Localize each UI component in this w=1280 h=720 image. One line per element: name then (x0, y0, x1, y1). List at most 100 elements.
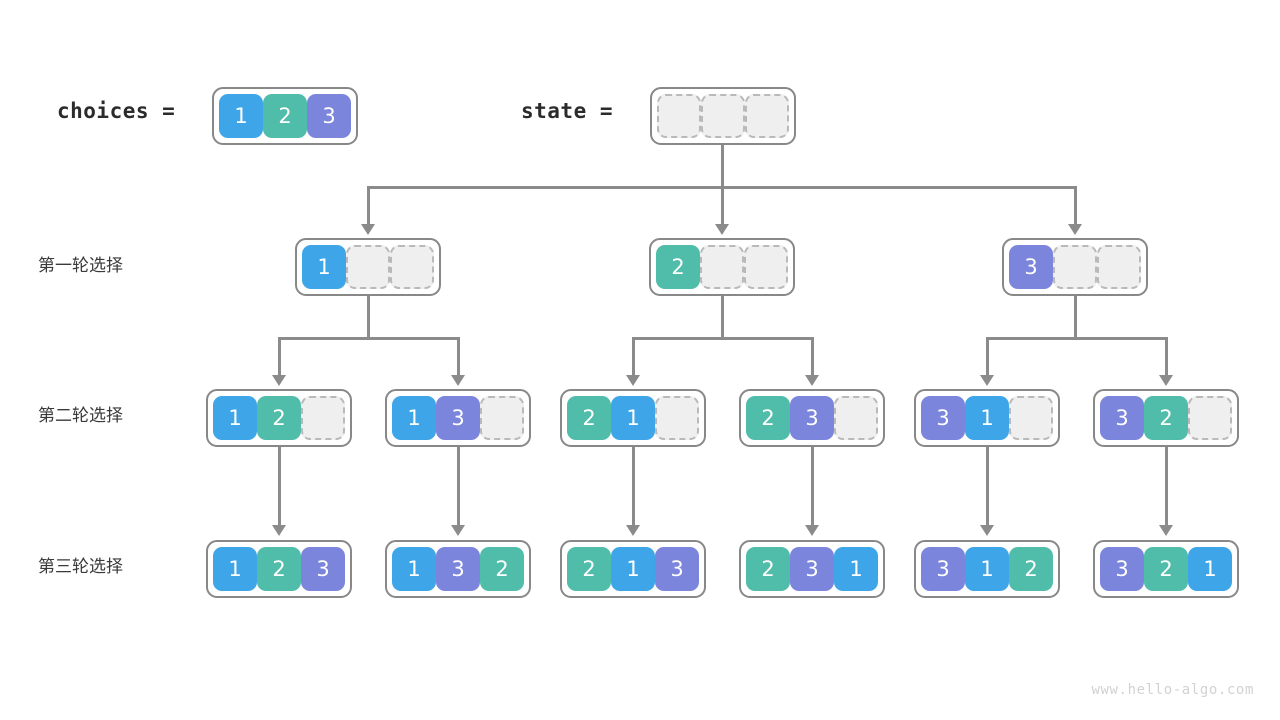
round2-node-3-cell-3 (655, 396, 699, 440)
row-label-round-2: 第二轮选择 (38, 406, 123, 426)
round2-node-6-cell-1: 3 (1100, 396, 1144, 440)
round3-node-1-cell-2: 2 (257, 547, 301, 591)
connector-r1a-bar (278, 337, 460, 340)
connector-root-drop-mid (721, 186, 724, 226)
round3-node-4-cell-1: 2 (746, 547, 790, 591)
round2-node-6-cell-2: 2 (1144, 396, 1188, 440)
connector-r1b-stem (721, 286, 724, 339)
state-array-cell-3 (745, 94, 789, 138)
choices-array-cell-3: 3 (307, 94, 351, 138)
connector-r1a-stem (367, 286, 370, 339)
round2-node-4-cell-2: 3 (790, 396, 834, 440)
connector-r2-drop-2 (457, 437, 460, 527)
arrowhead-r2-node-5 (980, 375, 994, 386)
round3-node-6-cell-1: 3 (1100, 547, 1144, 591)
connector-r1a-drop-right (457, 337, 460, 377)
round2-node-1-cell-2: 2 (257, 396, 301, 440)
connector-r1b-bar (632, 337, 814, 340)
round1-node-1-cell-2 (346, 245, 390, 289)
row-label-round-1: 第一轮选择 (38, 256, 123, 276)
round2-node-1-cell-1: 1 (213, 396, 257, 440)
arrowhead-r2-node-4 (805, 375, 819, 386)
round2-node-1-cell-3 (301, 396, 345, 440)
round1-node-2-cell-3 (744, 245, 788, 289)
arrowhead-r3-node-3 (626, 525, 640, 536)
state-array-cell-2 (701, 94, 745, 138)
state-array-cell-1 (657, 94, 701, 138)
arrowhead-root-right (1068, 224, 1082, 235)
connector-r2-drop-1 (278, 437, 281, 527)
arrowhead-r2-node-2 (451, 375, 465, 386)
connector-r2-drop-3 (632, 437, 635, 527)
connector-r1c-drop-right (1165, 337, 1168, 377)
connector-r2-drop-4 (811, 437, 814, 527)
connector-r2-drop-6 (1165, 437, 1168, 527)
arrowhead-root-mid (715, 224, 729, 235)
connector-r1c-drop-left (986, 337, 989, 377)
arrowhead-r3-node-5 (980, 525, 994, 536)
round3-node-6-cell-2: 2 (1144, 547, 1188, 591)
round3-node-1-cell-3: 3 (301, 547, 345, 591)
round3-node-5-cell-2: 1 (965, 547, 1009, 591)
connector-r1a-drop-left (278, 337, 281, 377)
arrowhead-r2-node-6 (1159, 375, 1173, 386)
connector-r1b-drop-right (811, 337, 814, 377)
row-label-round-3: 第三轮选择 (38, 557, 123, 577)
connector-r2-drop-5 (986, 437, 989, 527)
round2-node-4-cell-3 (834, 396, 878, 440)
round3-node-2-cell-1: 1 (392, 547, 436, 591)
round3-node-5-cell-3: 2 (1009, 547, 1053, 591)
arrowhead-root-left (361, 224, 375, 235)
round2-node-3-cell-2: 1 (611, 396, 655, 440)
round2-node-6-cell-3 (1188, 396, 1232, 440)
round3-node-3-cell-3: 3 (655, 547, 699, 591)
round2-node-2-cell-3 (480, 396, 524, 440)
round1-node-1-cell-1: 1 (302, 245, 346, 289)
round3-node-2-cell-3: 2 (480, 547, 524, 591)
connector-root-stem (721, 135, 724, 188)
round3-node-2-cell-2: 3 (436, 547, 480, 591)
round1-node-2-cell-1: 2 (656, 245, 700, 289)
site-watermark: www.hello-algo.com (1091, 682, 1254, 698)
round2-node-2-cell-1: 1 (392, 396, 436, 440)
round3-node-3-cell-1: 2 (567, 547, 611, 591)
connector-r1c-bar (986, 337, 1168, 340)
arrowhead-r2-node-3 (626, 375, 640, 386)
round3-node-6-cell-3: 1 (1188, 547, 1232, 591)
round3-node-3-cell-2: 1 (611, 547, 655, 591)
connector-r1c-stem (1074, 286, 1077, 339)
round2-node-5-cell-3 (1009, 396, 1053, 440)
round2-node-4-cell-1: 2 (746, 396, 790, 440)
round1-node-3-cell-1: 3 (1009, 245, 1053, 289)
state-label: state = (521, 99, 614, 123)
choices-array-cell-1: 1 (219, 94, 263, 138)
round3-node-4-cell-2: 3 (790, 547, 834, 591)
arrowhead-r3-node-4 (805, 525, 819, 536)
connector-root-drop-left (367, 186, 370, 226)
round1-node-3: 3 (1002, 238, 1148, 296)
round1-node-2: 2 (649, 238, 795, 296)
arrowhead-r3-node-1 (272, 525, 286, 536)
choices-array-cell-2: 2 (263, 94, 307, 138)
round1-node-1: 1 (295, 238, 441, 296)
arrowhead-r3-node-6 (1159, 525, 1173, 536)
round2-node-3-cell-1: 2 (567, 396, 611, 440)
round3-node-1-cell-1: 1 (213, 547, 257, 591)
round2-node-2-cell-2: 3 (436, 396, 480, 440)
connector-root-drop-right (1074, 186, 1077, 226)
arrowhead-r3-node-2 (451, 525, 465, 536)
arrowhead-r2-node-1 (272, 375, 286, 386)
